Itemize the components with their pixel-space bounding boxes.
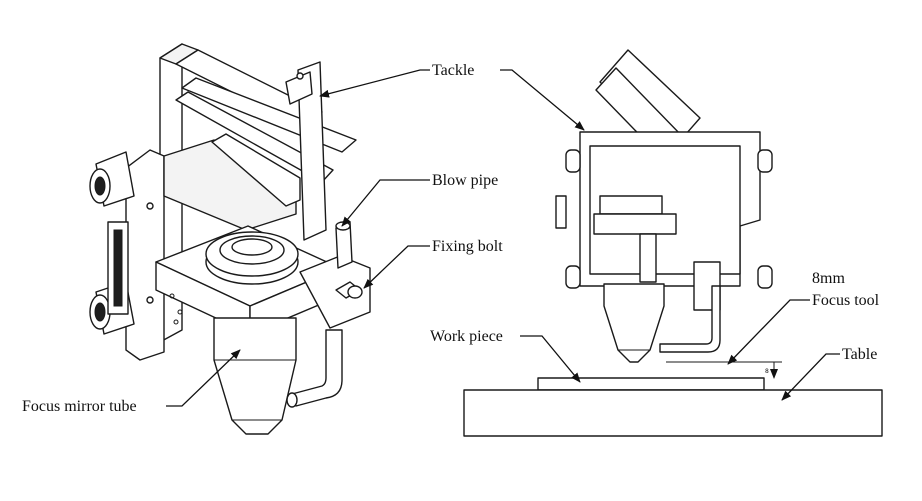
label-focus-tool-size: 8mm bbox=[812, 270, 845, 287]
isometric-laser-head bbox=[89, 43, 371, 435]
label-focus-tool: Focus tool bbox=[812, 292, 880, 309]
label-focus-mirror-tube: Focus mirror tube bbox=[22, 398, 137, 415]
label-blow-pipe: Blow pipe bbox=[432, 172, 498, 189]
label-table: Table bbox=[842, 346, 877, 363]
label-tackle: Tackle bbox=[432, 62, 474, 79]
leader-lines bbox=[166, 69, 840, 407]
label-fixing-bolt: Fixing bolt bbox=[432, 238, 503, 255]
front-view-laser-head: 8 bbox=[463, 49, 883, 437]
callout-labels: Tackle Blow pipe Fixing bolt Focus mirro… bbox=[22, 62, 880, 415]
label-work-piece: Work piece bbox=[430, 328, 503, 345]
dimension-value: 8 bbox=[765, 368, 769, 375]
